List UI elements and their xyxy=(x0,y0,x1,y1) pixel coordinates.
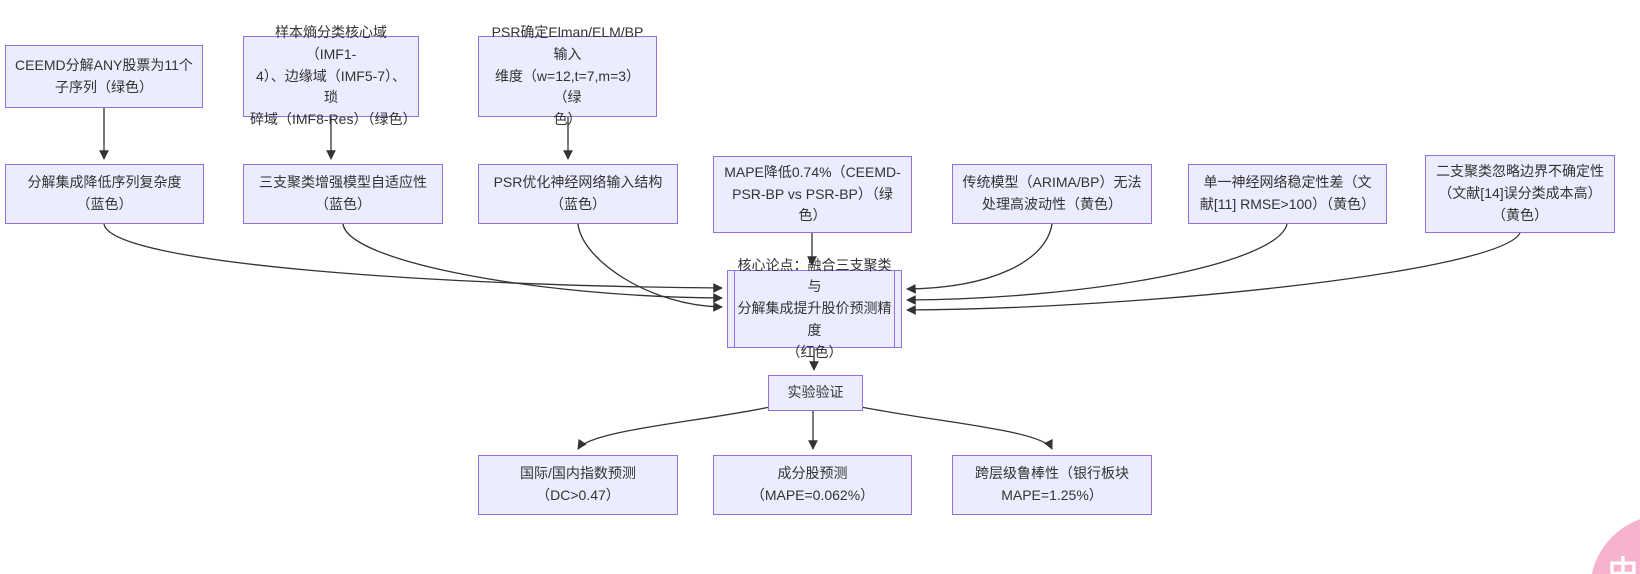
edge-twoway-to-core xyxy=(906,232,1521,315)
node-two-way-limit: 二支聚类忽略边界不确定性 （文献[14]误分类成本高） （黄色） xyxy=(1425,155,1615,233)
node-label: 国际/国内指数预测 （DC>0.47） xyxy=(520,465,636,503)
node-label: 核心论点：融合三支聚类与 分解集成提升股价预测精度 （红色） xyxy=(737,256,892,360)
node-label: 实验验证 xyxy=(787,384,844,401)
node-index-prediction: 国际/国内指数预测 （DC>0.47） xyxy=(478,455,678,515)
node-ceemd-decompose: CEEMD分解ANY股票为11个 子序列（绿色） xyxy=(5,45,203,108)
node-decomposition-benefit: 分解集成降低序列复杂度 （蓝色） xyxy=(5,164,204,224)
node-robustness: 跨层级鲁棒性（银行板块 MAPE=1.25%） xyxy=(952,455,1152,515)
node-psr-benefit: PSR优化神经网络输入结构 （蓝色） xyxy=(478,164,678,224)
edge-decomposition-to-core xyxy=(103,223,723,293)
edge-traditional-to-core xyxy=(906,223,1053,294)
node-label: 三支聚类增强模型自适应性 （蓝色） xyxy=(259,174,427,212)
edge-threeway-to-core xyxy=(342,223,723,303)
node-mape-evidence: MAPE降低0.74%（CEEMD- PSR-BP vs PSR-BP）（绿 色… xyxy=(713,156,912,233)
edge-experiment-to-robustness xyxy=(855,405,1053,450)
translate-float-button[interactable]: 中A xyxy=(1590,515,1640,574)
node-core-thesis: 核心论点：融合三支聚类与 分解集成提升股价预测精度 （红色） xyxy=(727,257,902,360)
node-label: 跨层级鲁棒性（银行板块 MAPE=1.25%） xyxy=(975,465,1129,503)
node-label: 单一神经网络稳定性差（文 献[11] RMSE>100）（黄色） xyxy=(1199,174,1376,212)
edge-experiment-to-index xyxy=(577,405,776,450)
edge-psrbenefit-to-core xyxy=(577,223,723,312)
translate-icon: 中A xyxy=(1608,556,1640,574)
node-label: 传统模型（ARIMA/BP）无法 处理高波动性（黄色） xyxy=(962,174,1142,212)
node-label: PSR确定Elman/ELM/BP输入 维度（w=12,t=7,m=3）（绿 色… xyxy=(491,24,644,128)
node-sample-entropy: 样本熵分类核心域（IMF1- 4）、边缘域（IMF5-7）、琐 碎域（IMF8-… xyxy=(243,24,419,127)
node-label: 样本熵分类核心域（IMF1- 4）、边缘域（IMF5-7）、琐 碎域（IMF8-… xyxy=(250,24,417,128)
node-experiment: 实验验证 xyxy=(768,375,863,411)
node-psr-dimension: PSR确定Elman/ELM/BP输入 维度（w=12,t=7,m=3）（绿 色… xyxy=(478,24,657,127)
node-label: MAPE降低0.74%（CEEMD- PSR-BP vs PSR-BP）（绿 色… xyxy=(724,163,901,224)
node-label: 成分股预测 （MAPE=0.062%） xyxy=(750,465,875,503)
node-traditional-limit: 传统模型（ARIMA/BP）无法 处理高波动性（黄色） xyxy=(952,164,1152,224)
node-three-way-benefit: 三支聚类增强模型自适应性 （蓝色） xyxy=(243,164,443,224)
node-stock-prediction: 成分股预测 （MAPE=0.062%） xyxy=(713,455,912,515)
node-label: PSR优化神经网络输入结构 （蓝色） xyxy=(493,174,663,212)
node-label: 二支聚类忽略边界不确定性 （文献[14]误分类成本高） （黄色） xyxy=(1436,163,1604,223)
node-label: 分解集成降低序列复杂度 （蓝色） xyxy=(27,174,182,212)
edge-singlenn-to-core xyxy=(906,223,1288,305)
node-label: CEEMD分解ANY股票为11个 子序列（绿色） xyxy=(15,56,193,95)
node-single-nn-limit: 单一神经网络稳定性差（文 献[11] RMSE>100）（黄色） xyxy=(1188,164,1387,224)
